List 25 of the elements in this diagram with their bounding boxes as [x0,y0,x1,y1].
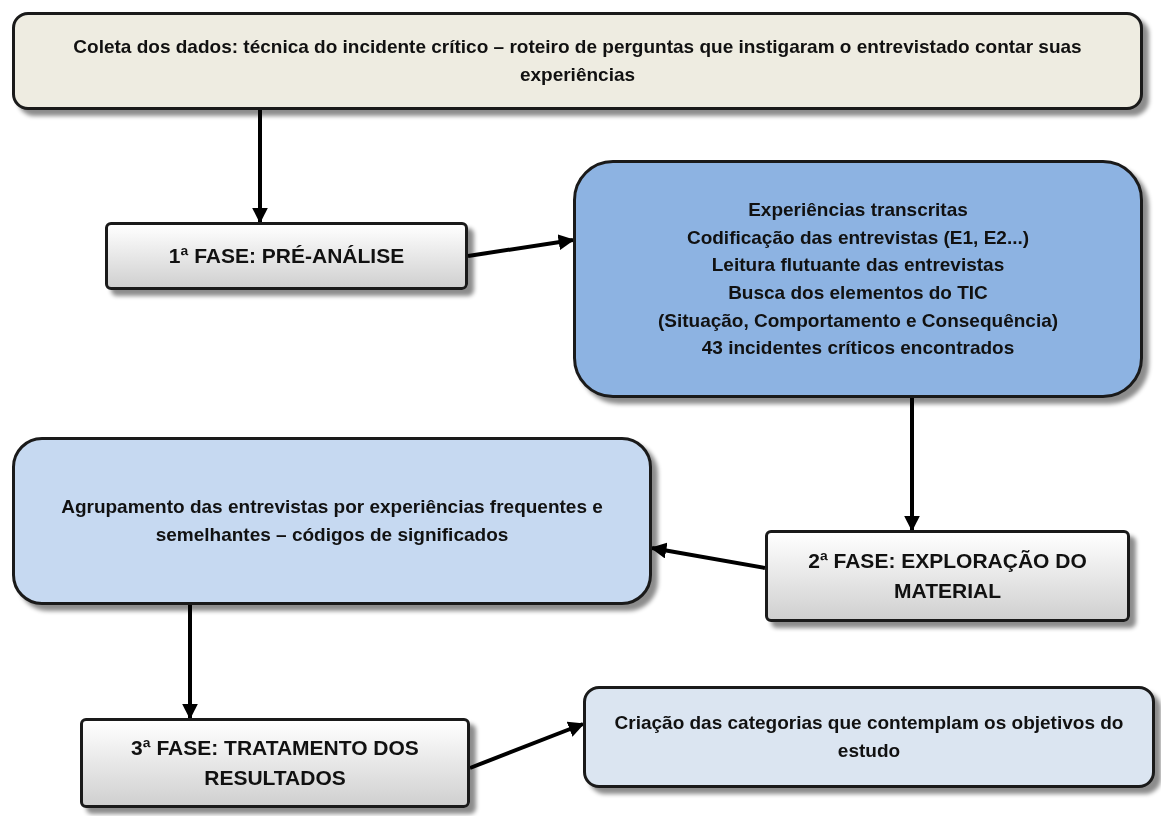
process-box [12,437,652,605]
phase-box [765,530,1130,622]
arrow [182,605,198,720]
box-text: 2ª FASE: EXPLORAÇÃO DO MATERIAL [807,547,1088,604]
process-box [583,686,1155,788]
box-text: Coleta dos dados: técnica do incidente crítico – roteiro de perguntas que instigaram o entrevistado contar suas experiências [72,35,1083,87]
box-text: 3ª FASE: TRATAMENTO DOS RESULTADOS [130,734,420,791]
phase-box [105,222,468,290]
box-text: Busca dos elementos do TIC [728,281,988,305]
process-box [573,160,1143,398]
box-text: Agrupamento das entrevistas por experiências frequentes e semelhantes – códigos de significados [60,495,604,547]
process-box [12,12,1143,110]
box-text: Criação das categorias que contemplam os objetivos do estudo [613,711,1125,763]
box-text: 43 incidentes críticos encontrados [701,336,1015,361]
box-text: Leitura flutuante das entrevistas [711,253,1005,278]
arrow [252,110,268,224]
arrow [469,721,585,770]
box-text: (Situação, Comportamento e Consequência) [657,308,1059,333]
box-text: Experiências transcritas [748,198,968,223]
box-text: 1ª FASE: PRÉ-ANÁLISE [168,242,405,269]
phase-box [80,718,470,808]
arrow [650,542,766,570]
box-text: Codificação das entrevistas (E1, E2...) [686,225,1030,250]
arrow [904,398,920,532]
arrow [467,234,575,258]
